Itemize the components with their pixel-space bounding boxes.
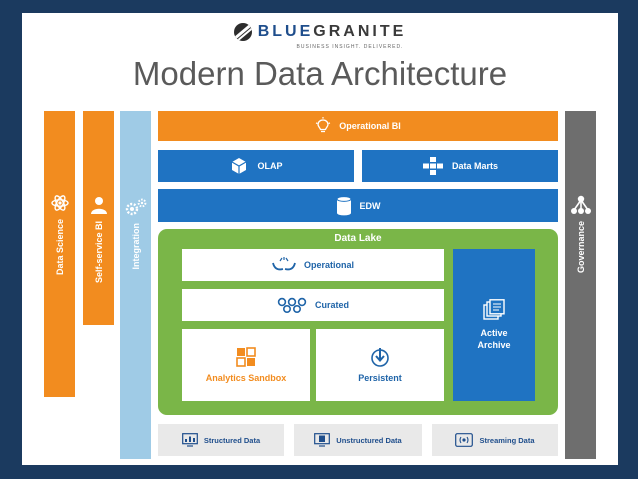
page-title: Modern Data Architecture (132, 55, 508, 92)
self-service-bi-label: Self-service BI (93, 221, 104, 284)
download-icon (371, 348, 389, 367)
operational-bi-layer: Operational BI (158, 111, 558, 141)
data-lake-title: Data Lake (334, 233, 382, 244)
data-marts-icon (422, 157, 443, 175)
data-marts-layer: Data Marts (362, 150, 558, 182)
source-unstructured-label: Unstructured Data (336, 435, 402, 445)
bar-chart-monitor-icon (181, 433, 198, 447)
source-structured-label: Structured Data (203, 435, 261, 445)
logo-mark-icon (233, 23, 252, 41)
architecture-card: BLUEGRANITE BUSINESS INSIGHT. DELIVERED.… (22, 13, 618, 465)
lake-analytics-sandbox-label: Analytics Sandbox (205, 373, 287, 383)
data-marts-label: Data Marts (451, 161, 498, 171)
source-streaming-label: Streaming Data (479, 435, 535, 445)
network-icon (277, 297, 307, 313)
data-lake: Data Lake Operational Curated (158, 229, 558, 415)
lake-operational: Operational (182, 249, 444, 281)
integration-bar: Integration (120, 111, 151, 459)
document-monitor-icon (314, 433, 331, 447)
broadcast-icon (455, 433, 474, 447)
source-structured-data: Structured Data (158, 424, 284, 456)
self-service-bi-bar: Self-service BI (83, 111, 114, 325)
brand-tagline: BUSINESS INSIGHT. DELIVERED. (296, 44, 404, 50)
lake-analytics-sandbox: Analytics Sandbox (182, 329, 310, 401)
archive-files-icon (483, 299, 505, 320)
integration-label: Integration (130, 223, 141, 270)
data-science-bar: Data Science (44, 111, 75, 397)
lake-active-archive: Active Archive (453, 249, 535, 401)
operational-bi-label: Operational BI (339, 121, 401, 131)
lake-curated-label: Curated (314, 300, 349, 310)
data-science-label: Data Science (54, 219, 65, 276)
user-icon (90, 197, 107, 214)
source-streaming-data: Streaming Data (432, 424, 558, 456)
sandbox-grid-icon (236, 347, 256, 367)
lake-active-archive-label: Active Archive (477, 328, 511, 350)
olap-label: OLAP (257, 161, 283, 171)
edw-label: EDW (359, 200, 381, 211)
source-unstructured-data: Unstructured Data (294, 424, 422, 456)
database-icon (336, 195, 351, 215)
governance-bar: Governance (565, 111, 596, 459)
lake-curated: Curated (182, 289, 444, 321)
cube-icon (232, 158, 247, 174)
hierarchy-icon (570, 195, 591, 214)
atom-icon (50, 195, 69, 211)
brand-name-blue: BLUE (257, 23, 314, 40)
governance-label: Governance (575, 221, 586, 274)
edw-layer: EDW (158, 189, 558, 222)
brand-name-granite: GRANITE (313, 23, 407, 40)
olap-layer: OLAP (158, 150, 354, 182)
gears-icon (125, 198, 146, 216)
lake-persistent: Persistent (316, 329, 444, 401)
brand-logo: BLUEGRANITE BUSINESS INSIGHT. DELIVERED. (22, 23, 618, 50)
hands-icon (272, 257, 296, 271)
lightbulb-icon (316, 117, 331, 133)
lake-persistent-label: Persistent (358, 373, 402, 383)
lake-operational-label: Operational (303, 260, 354, 270)
